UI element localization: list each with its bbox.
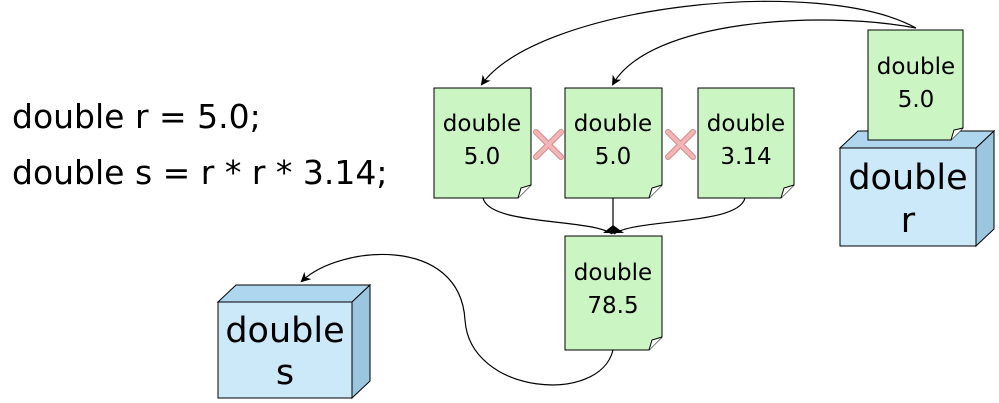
code-line-declare-s: double s = r * r * 3.14; — [12, 153, 388, 192]
note-r-curl — [950, 127, 964, 141]
result-note-value: 78.5 — [587, 293, 638, 319]
operand-note-1-type: double — [443, 111, 521, 137]
variable-box-r: double r — [838, 129, 996, 248]
operand-note-3-body — [697, 87, 795, 199]
arrow-result-to-s — [300, 253, 614, 386]
box-r-side-face — [975, 129, 995, 248]
result-note: double 78.5 — [564, 235, 663, 351]
result-note-type: double — [574, 260, 652, 286]
operand-note-2-curl — [648, 184, 663, 199]
variable-box-s: double s — [216, 283, 372, 400]
arrow-r-to-first-operand — [480, 0, 917, 86]
note-r-value: 5.0 — [898, 87, 935, 113]
box-r-type: double — [848, 158, 967, 198]
connectors — [300, 0, 917, 386]
operand-note-3-type: double — [707, 111, 785, 137]
operand-note-3-curl — [780, 184, 795, 199]
note-r-body — [867, 29, 964, 141]
multiply-x-2 — [665, 129, 696, 160]
box-s-name: s — [276, 353, 294, 393]
operand-note-1-value: 5.0 — [464, 144, 501, 170]
line-third-operand-to-result — [613, 197, 746, 235]
box-s-type: double — [225, 311, 344, 351]
operand-note-1-curl — [517, 184, 532, 199]
arrow-r-to-second-operand — [611, 19, 917, 86]
operand-note-2-type: double — [574, 111, 652, 137]
merge-arrowhead — [603, 225, 624, 233]
operand-note-2: double 5.0 — [564, 87, 663, 199]
box-s-top-face — [216, 284, 372, 303]
value-note-r: double 5.0 — [867, 29, 964, 141]
result-note-curl — [648, 336, 663, 351]
multiply-x-1 — [533, 129, 564, 160]
operand-note-1-body — [433, 87, 532, 199]
box-r-name: r — [901, 201, 916, 241]
operand-note-1: double 5.0 — [433, 87, 532, 199]
operand-note-2-value: 5.0 — [595, 144, 632, 170]
code-line-declare-r: double r = 5.0; — [12, 97, 261, 136]
line-first-operand-to-result — [482, 197, 613, 235]
box-s-side-face — [351, 283, 371, 400]
operand-note-3-value: 3.14 — [720, 144, 771, 170]
box-r-front-face — [839, 147, 977, 247]
operand-note-2-body — [564, 87, 663, 199]
operand-note-3: double 3.14 — [697, 87, 795, 199]
box-s-front-face — [217, 301, 353, 399]
note-r-type: double — [877, 54, 955, 80]
